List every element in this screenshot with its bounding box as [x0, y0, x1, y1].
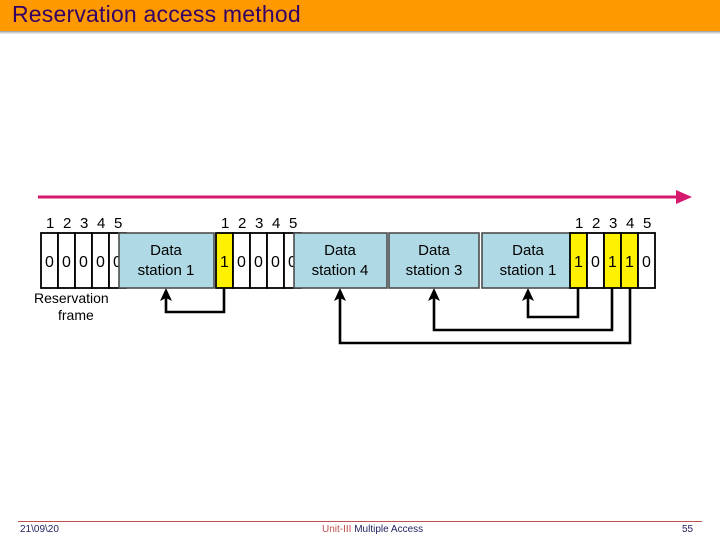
data-frame-4[interactable]: Data station 1 [481, 232, 573, 289]
bit-header-label: 4 [272, 215, 280, 232]
data-frame-3[interactable]: Data station 3 [388, 232, 480, 289]
reservation-bit-cell[interactable] [57, 232, 76, 289]
data-frame-label-line1: Data [512, 242, 544, 259]
reservation-bit-cell[interactable] [283, 232, 302, 289]
reservation-bit-value: 1 [625, 254, 634, 271]
connector-arrowheads [160, 288, 534, 301]
title-divider [0, 31, 720, 34]
reservation-bit-cell-reserved[interactable] [569, 232, 588, 289]
reservation-frame-2[interactable]: 1 2 3 4 5 1 0 0 0 0 [215, 215, 302, 289]
time-axis-arrow [38, 190, 692, 204]
title-bar: Reservation access method [0, 0, 720, 31]
reservation-bit-value: 0 [271, 254, 280, 271]
reservation-frame-caption-line1: Reservation [34, 290, 109, 306]
data-frame-label-line1: Data [150, 242, 182, 259]
reservation-bit-cell[interactable] [586, 232, 605, 289]
data-frame-label-line2: station 3 [406, 262, 463, 279]
reservation-bit-value: 0 [642, 254, 651, 271]
data-frame-label-line1: Data [418, 242, 450, 259]
bit-header-label: 2 [63, 215, 71, 232]
reservation-bit-value: 0 [237, 254, 246, 271]
reservation-bit-cell[interactable] [74, 232, 93, 289]
footer-topic-label: Multiple Access [351, 524, 424, 535]
bit-header-label: 2 [592, 215, 600, 232]
reservation-bit-cell[interactable] [91, 232, 110, 289]
reservation-connectors [164, 288, 632, 345]
bit-header-label: 3 [609, 215, 617, 232]
data-frame-label-line2: station 1 [138, 262, 195, 279]
reservation-bit-value: 1 [574, 254, 583, 271]
reservation-bit-cell[interactable] [232, 232, 251, 289]
bit-header-label: 5 [289, 215, 297, 232]
footer-unit-label: Unit-III [322, 524, 352, 535]
reservation-bit-value: 0 [96, 254, 105, 271]
reservation-bit-cell[interactable] [266, 232, 285, 289]
reservation-bit-value: 0 [254, 254, 263, 271]
reservation-bit-value: 1 [220, 254, 229, 271]
reservation-bit-cell-reserved[interactable] [620, 232, 639, 289]
bit-header-label: 3 [80, 215, 88, 232]
reservation-bit-cell-reserved[interactable] [603, 232, 622, 289]
reservation-frame-3[interactable]: 1 2 3 4 5 1 0 1 1 0 [569, 215, 656, 289]
footer-subject: Unit-III Multiple Access [322, 524, 423, 535]
data-frame-label-line2: station 1 [500, 262, 557, 279]
reservation-frame-1[interactable]: 1 2 3 4 5 0 0 0 0 0 Reservation frame [34, 215, 127, 323]
reservation-bit-value: 0 [62, 254, 71, 271]
bit-header-label: 3 [255, 215, 263, 232]
reservation-bit-cell[interactable] [637, 232, 656, 289]
reservation-bit-value: 0 [591, 254, 600, 271]
bit-header-label: 5 [643, 215, 651, 232]
bit-header-label: 1 [46, 215, 54, 232]
bit-header-label: 1 [575, 215, 583, 232]
data-frame-label-line1: Data [324, 242, 356, 259]
data-frame-1[interactable]: Data station 1 [118, 232, 215, 289]
data-frame-label-line2: station 4 [312, 262, 369, 279]
reservation-bit-value: 0 [288, 254, 297, 271]
reservation-bit-cell[interactable] [249, 232, 268, 289]
bit-header-label: 4 [626, 215, 634, 232]
bit-header-label: 4 [97, 215, 105, 232]
reservation-frame-caption-line2: frame [58, 307, 94, 323]
reservation-bit-value: 0 [45, 254, 54, 271]
bit-header-label: 5 [114, 215, 122, 232]
reservation-bit-cell-reserved[interactable] [215, 232, 234, 289]
reservation-bit-value: 0 [113, 254, 122, 271]
data-frame-2[interactable]: Data station 4 [293, 232, 388, 289]
page-title: Reservation access method [12, 1, 301, 27]
reservation-bit-value: 0 [79, 254, 88, 271]
reservation-bit-cell[interactable] [40, 232, 59, 289]
bit-header-label: 2 [238, 215, 246, 232]
footer-divider [18, 521, 702, 522]
reservation-bit-cell[interactable] [108, 232, 127, 289]
footer-date: 21\09\20 [20, 524, 59, 535]
page-number: 55 [682, 524, 694, 535]
reservation-bit-value: 1 [608, 254, 617, 271]
bit-header-label: 1 [221, 215, 229, 232]
